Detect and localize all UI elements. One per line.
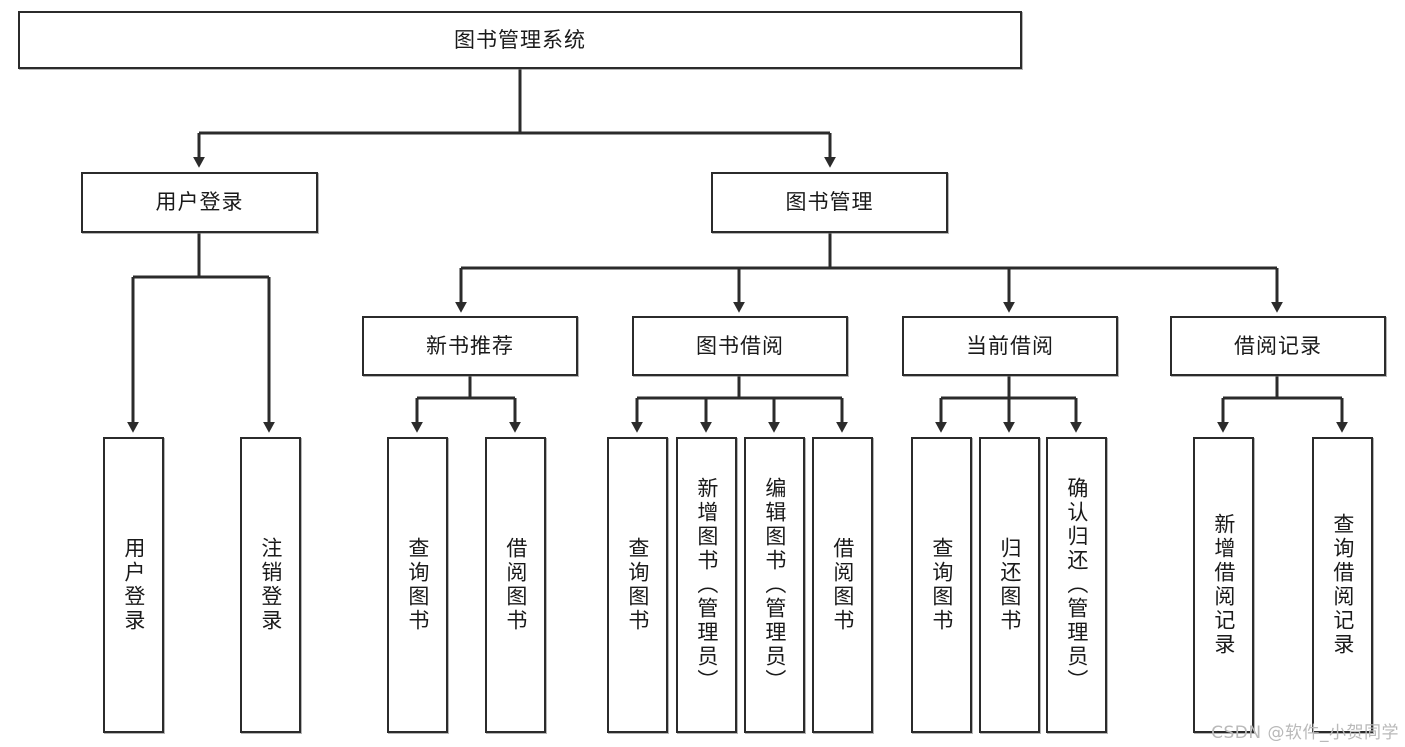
node-new-book-recommend[interactable]: 新书推荐 <box>362 316 578 376</box>
leaf-user-login[interactable]: 用户登录 <box>103 437 164 733</box>
leaf-return-book[interactable]: 归还图书 <box>979 437 1040 733</box>
leaf-label: 编辑图书（管理员） <box>762 477 787 693</box>
leaf-logout-login[interactable]: 注销登录 <box>240 437 301 733</box>
leaf-label: 借阅图书 <box>830 537 855 633</box>
leaf-label: 查询图书 <box>929 537 954 633</box>
node-label: 借阅记录 <box>1234 333 1322 358</box>
leaf-label: 借阅图书 <box>503 537 528 633</box>
node-label: 图书管理 <box>785 190 874 215</box>
leaf-label: 新增图书（管理员） <box>694 477 719 693</box>
leaf-label: 新增借阅记录 <box>1211 513 1236 657</box>
leaf-add-book[interactable]: 新增图书（管理员） <box>676 437 737 733</box>
node-book-borrow[interactable]: 图书借阅 <box>632 316 848 376</box>
leaf-query-book-current[interactable]: 查询图书 <box>911 437 972 733</box>
leaf-query-borrow-record[interactable]: 查询借阅记录 <box>1312 437 1373 733</box>
node-borrow-record[interactable]: 借阅记录 <box>1170 316 1386 376</box>
node-book-management[interactable]: 图书管理 <box>711 172 948 233</box>
node-label: 新书推荐 <box>426 333 514 358</box>
leaf-label: 归还图书 <box>997 537 1022 633</box>
node-label: 图书借阅 <box>696 333 784 358</box>
node-label: 用户登录 <box>155 190 244 215</box>
leaf-label: 查询借阅记录 <box>1330 513 1355 657</box>
leaf-query-book-borrow[interactable]: 查询图书 <box>607 437 668 733</box>
leaf-label: 查询图书 <box>405 537 430 633</box>
node-user-login[interactable]: 用户登录 <box>81 172 318 233</box>
node-label: 图书管理系统 <box>454 27 586 52</box>
node-label: 当前借阅 <box>966 333 1054 358</box>
leaf-label: 确认归还（管理员） <box>1064 477 1089 693</box>
leaf-confirm-return[interactable]: 确认归还（管理员） <box>1046 437 1107 733</box>
leaf-edit-book[interactable]: 编辑图书（管理员） <box>744 437 805 733</box>
leaf-query-book-recommend[interactable]: 查询图书 <box>387 437 448 733</box>
leaf-label: 注销登录 <box>258 537 283 633</box>
leaf-label: 用户登录 <box>121 537 146 633</box>
watermark-text: CSDN @软件_小贺同学 <box>1211 723 1399 743</box>
leaf-label: 查询图书 <box>625 537 650 633</box>
node-book-management-system[interactable]: 图书管理系统 <box>18 11 1022 69</box>
node-current-borrow[interactable]: 当前借阅 <box>902 316 1118 376</box>
leaf-borrow-book-borrow[interactable]: 借阅图书 <box>812 437 873 733</box>
leaf-borrow-book-recommend[interactable]: 借阅图书 <box>485 437 546 733</box>
leaf-add-borrow-record[interactable]: 新增借阅记录 <box>1193 437 1254 733</box>
